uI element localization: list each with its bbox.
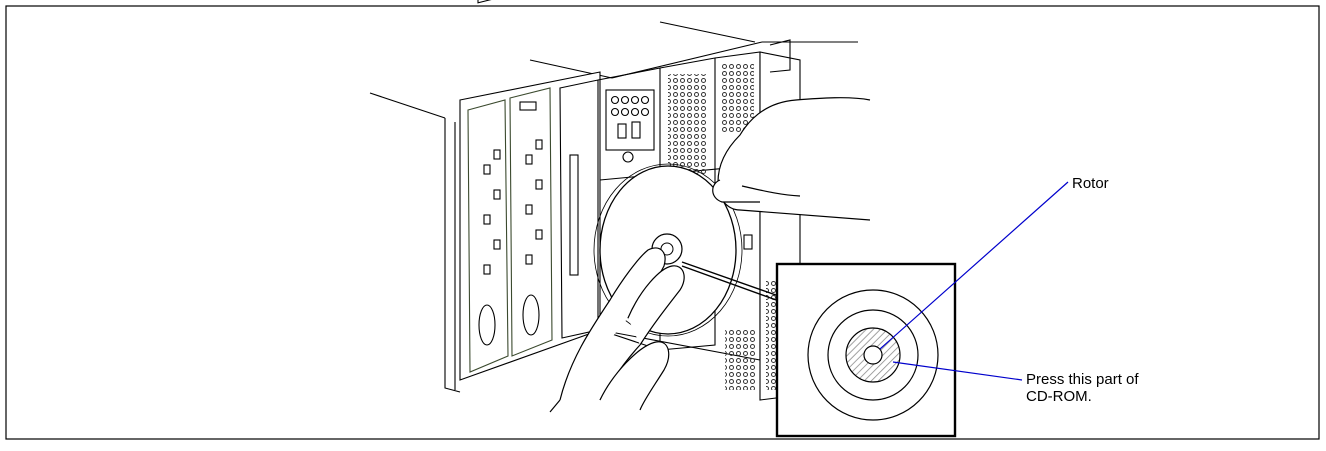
ventilation-grille [668, 74, 708, 174]
rotor-hub [864, 346, 882, 364]
status-panel [606, 90, 654, 162]
magnified-inset [777, 264, 955, 436]
rotor-label: Rotor [1072, 175, 1109, 192]
press-cd-rom-label: Press this part of CD-ROM. [1026, 371, 1139, 405]
